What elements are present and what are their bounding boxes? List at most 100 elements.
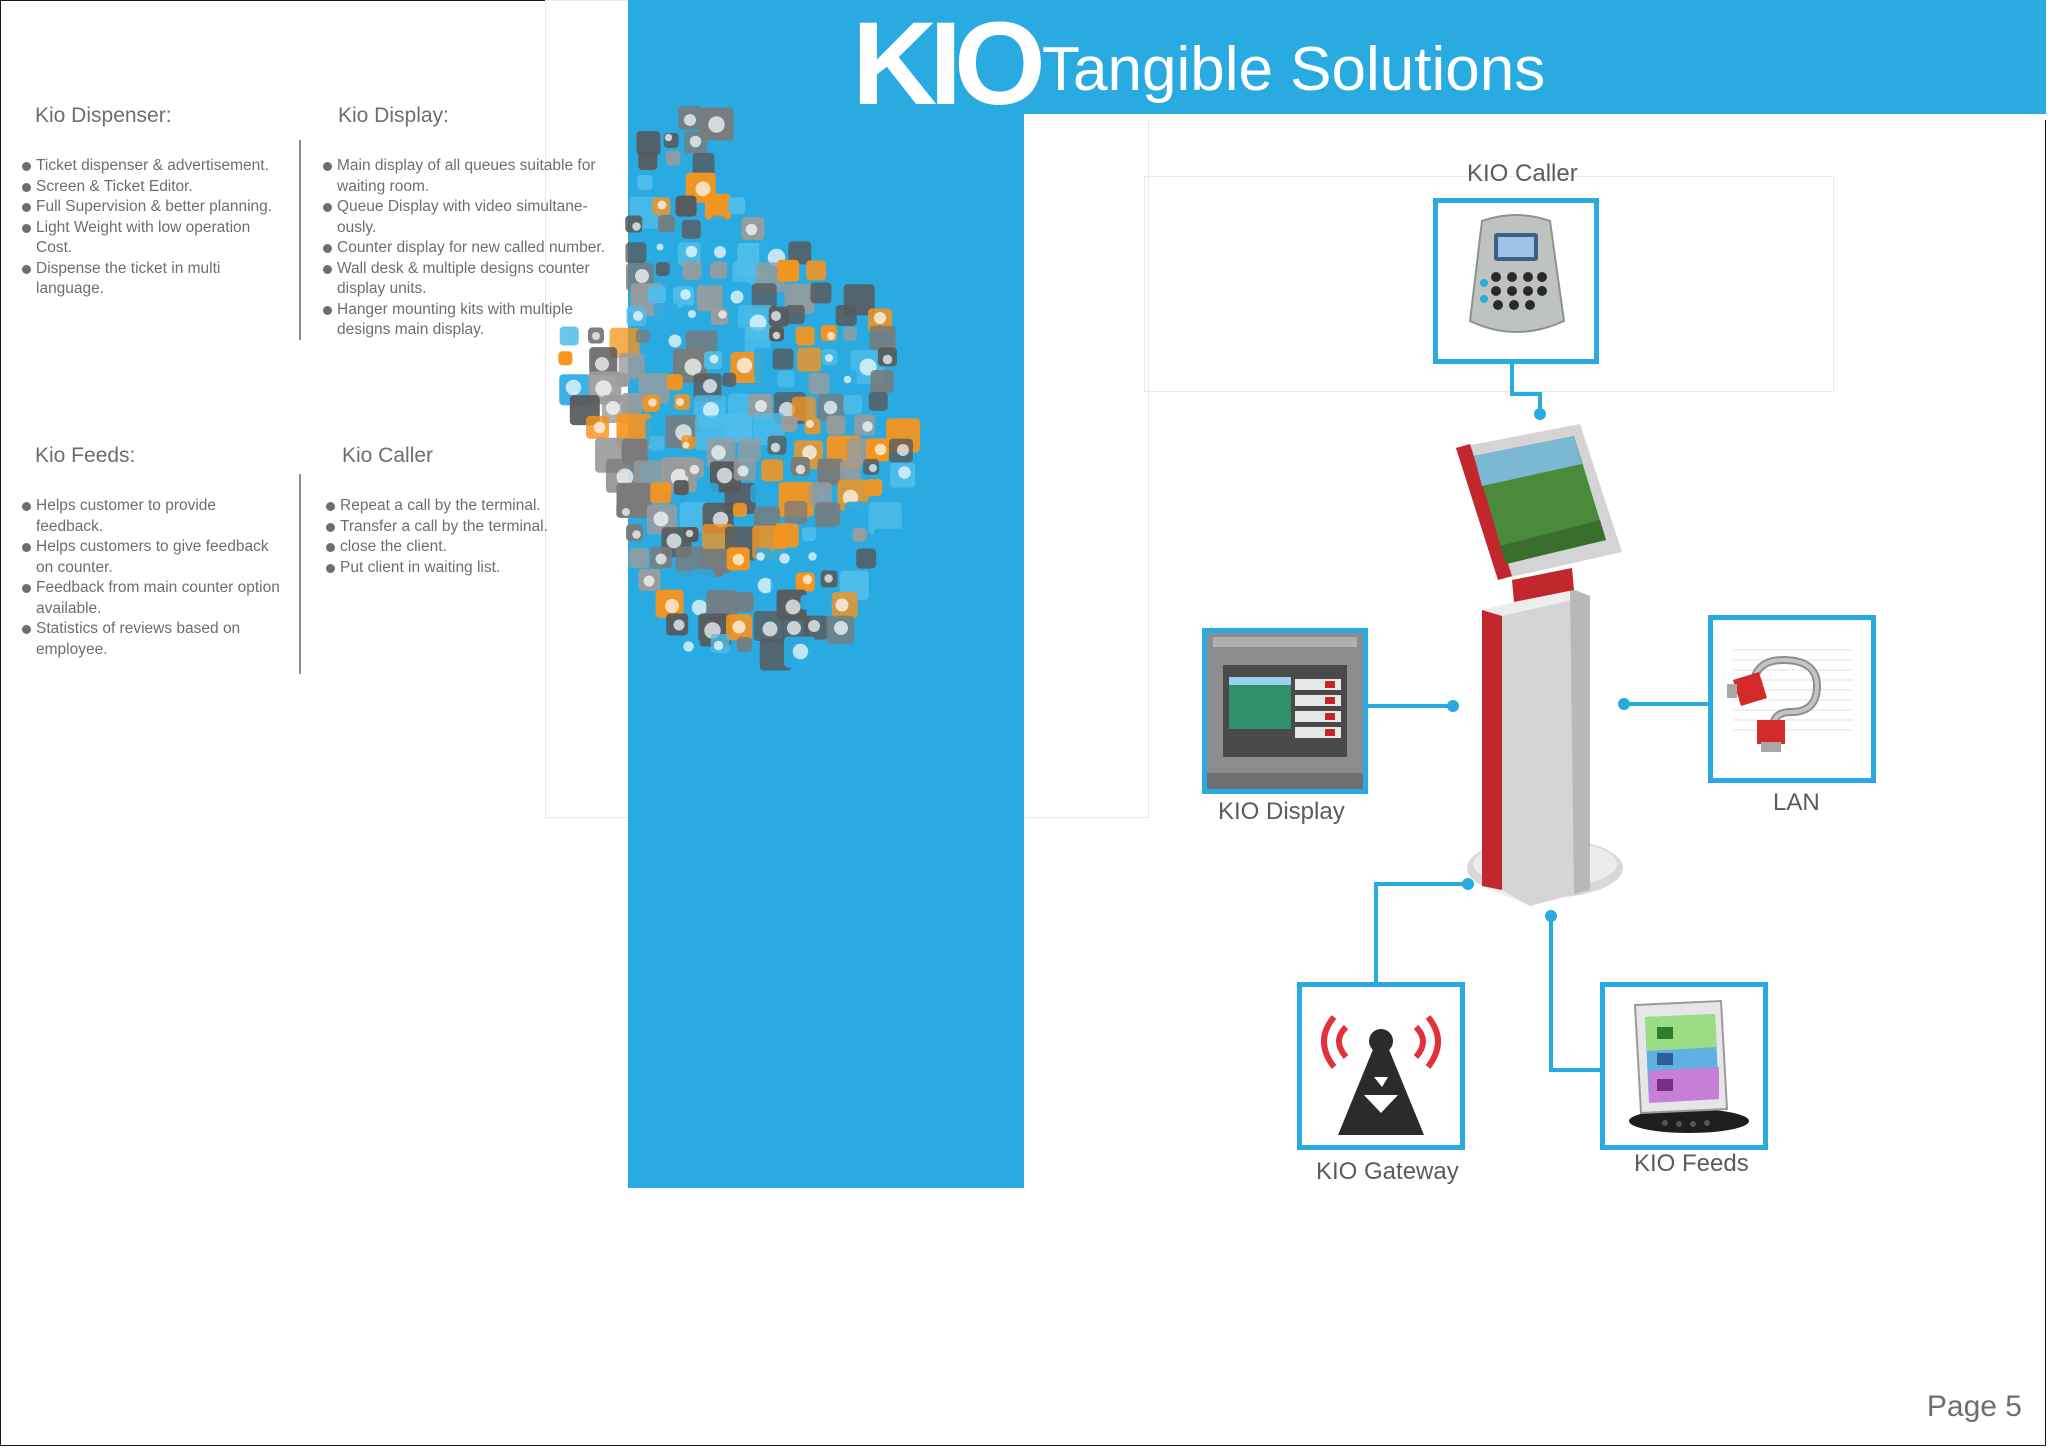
list-item: Wall desk & multiple designs counter dis… [323, 259, 623, 300]
app-icon-tile [835, 548, 854, 567]
feature-list: Main display of all queues suitable for … [323, 156, 623, 341]
app-icon-tile [647, 285, 666, 304]
app-icon-tile [777, 259, 800, 282]
caller-label: KIO Caller [1467, 160, 1578, 187]
app-icon-glyph [779, 553, 790, 564]
thumbs-up-collage [558, 105, 921, 671]
app-icon-glyph [703, 402, 719, 418]
app-icon-glyph [685, 245, 698, 258]
app-icon-tile [791, 396, 816, 421]
app-icon-tile [717, 327, 747, 357]
section-display: Kio Display: Main display of all queues … [323, 104, 623, 341]
app-icon-glyph [680, 289, 691, 300]
app-icon-tile [657, 215, 675, 233]
app-icon-glyph [736, 357, 753, 374]
connector-dot [1462, 878, 1474, 890]
app-icon-glyph [713, 640, 724, 651]
app-icon-tile [810, 282, 832, 304]
feature-list: Repeat a call by the terminal. Transfer … [326, 496, 586, 578]
app-icon-glyph [795, 464, 806, 475]
app-icon-tile [751, 283, 777, 309]
app-icon-glyph [708, 116, 725, 133]
connector [1628, 702, 1712, 706]
app-icon-tile [710, 215, 726, 231]
app-icon-glyph [757, 577, 774, 594]
app-icon-glyph [592, 332, 600, 340]
app-icon-glyph [632, 530, 641, 539]
app-icon-tile [843, 326, 858, 341]
app-icon-glyph [643, 575, 655, 587]
app-icon-tile [724, 414, 753, 443]
section-heading: Kio Dispenser: [35, 104, 172, 127]
app-icon-glyph [869, 464, 877, 472]
feature-list: Ticket dispenser & advertisement. Screen… [22, 156, 284, 300]
app-icon-glyph [718, 310, 727, 319]
app-icon-glyph [785, 599, 801, 615]
app-icon-tile [636, 131, 661, 156]
feeds-box [1600, 982, 1768, 1150]
app-icon-tile [755, 373, 782, 400]
app-icon-tile [777, 370, 795, 388]
section-feeds: Kio Feeds: Helps customer to provide fee… [22, 444, 284, 660]
app-icon-tile [650, 482, 672, 504]
app-icon-glyph [827, 332, 835, 340]
section-heading: Kio Feeds: [35, 444, 136, 467]
app-icon-glyph [595, 380, 612, 397]
app-icon-glyph [834, 621, 848, 635]
app-icon-glyph [762, 621, 778, 637]
app-icon-tile [781, 415, 798, 432]
app-icon-tile [696, 285, 723, 312]
app-icon-tile [784, 501, 808, 525]
app-icon-tile [728, 197, 746, 215]
connector [1374, 882, 1378, 984]
app-icon-tile [817, 458, 844, 485]
app-icon-tile [621, 438, 648, 465]
app-icon-tile [681, 219, 701, 239]
app-icon-tile [655, 262, 670, 277]
app-icon-glyph [635, 269, 649, 283]
app-icon-tile [869, 325, 896, 352]
app-icon-glyph [632, 222, 641, 231]
app-icon-tile [806, 260, 827, 281]
app-icon-glyph [787, 621, 801, 635]
app-icon-glyph [732, 553, 745, 566]
app-icon-tile [682, 260, 702, 280]
app-icon-tile [649, 435, 665, 451]
caller-box [1433, 198, 1599, 364]
app-icon-tile [835, 304, 857, 326]
app-icon-tile [788, 241, 812, 265]
app-icon-tile [844, 501, 872, 529]
list-item: Helps customers to give feedback on coun… [22, 537, 284, 578]
app-icon-glyph [668, 334, 682, 348]
feeds-label: KIO Feeds [1634, 1150, 1749, 1177]
app-icon-tile [852, 527, 867, 542]
app-icon-tile [797, 347, 822, 372]
app-icon-tile [808, 482, 832, 506]
feedback-tablet-icon [1629, 999, 1749, 1133]
app-icon-glyph [684, 358, 702, 376]
app-icon-glyph [732, 620, 746, 634]
page-number: Page 5 [1926, 1390, 2022, 1423]
app-icon-glyph [874, 312, 886, 324]
connector [1549, 1068, 1603, 1072]
app-icon-glyph [666, 533, 682, 549]
app-icon-tile [772, 348, 794, 370]
list-item: Repeat a call by the terminal. [326, 496, 586, 517]
brand-logo: KIO [852, 0, 1046, 130]
app-icon-tile [679, 502, 710, 533]
list-item: Queue Display with video simultane-ously… [323, 197, 623, 238]
list-item: Hanger mounting kits with multiple desig… [323, 300, 623, 341]
app-icon-tile [737, 438, 761, 462]
divider [299, 474, 301, 674]
display-screen-icon [1207, 633, 1363, 789]
app-icon-tile [873, 528, 909, 564]
app-icon-glyph [682, 441, 690, 449]
app-icon-glyph [695, 181, 711, 197]
app-icon-tile [621, 393, 643, 415]
app-icon-glyph [653, 511, 669, 527]
list-item: Ticket dispenser & advertisement. [22, 156, 284, 177]
app-icon-tile [706, 589, 738, 621]
list-item: Screen & Ticket Editor. [22, 177, 284, 198]
app-icon-glyph [689, 135, 702, 148]
app-icon-tile [666, 374, 683, 391]
